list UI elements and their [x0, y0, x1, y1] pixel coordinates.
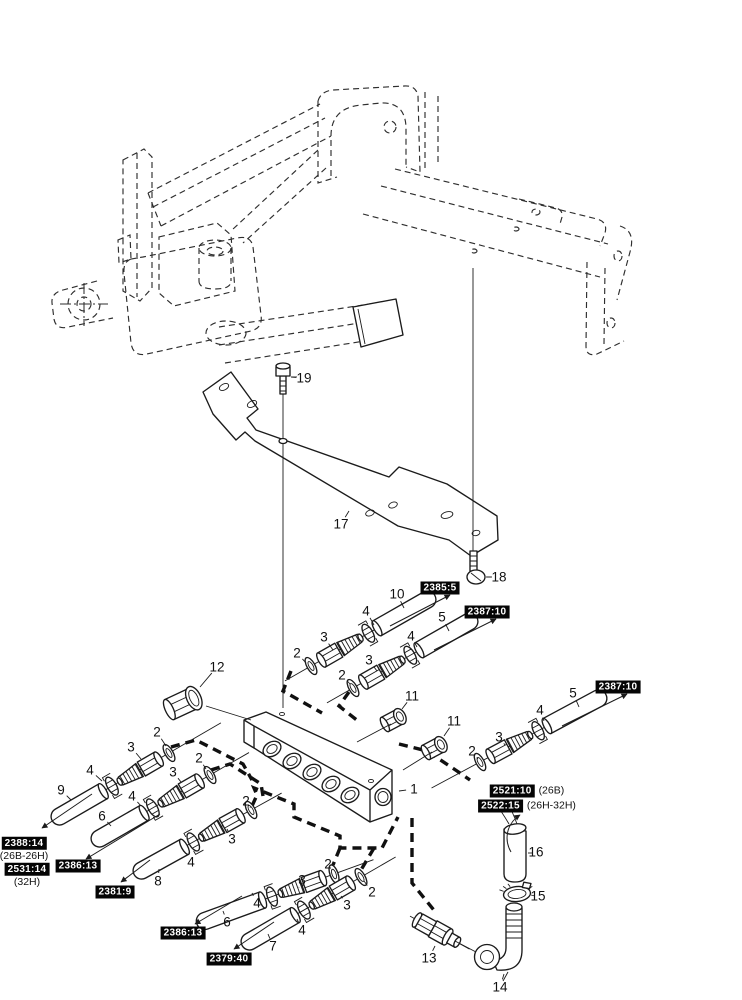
fitting-chain — [132, 792, 282, 880]
plug-11 — [379, 707, 407, 733]
reference-arrows — [41, 594, 628, 950]
part-callout: 3 — [127, 739, 135, 755]
callout-leaders — [66, 376, 580, 980]
part-callout: 4 — [86, 762, 94, 778]
part-callout: 19 — [296, 370, 312, 386]
part-callout: 9 — [57, 782, 65, 798]
part-callout: 10 — [389, 586, 405, 602]
ref-link[interactable]: 2379:40 — [206, 952, 252, 966]
fitting-chain — [326, 612, 479, 704]
part-callout: 12 — [209, 659, 225, 675]
part-callout: 4 — [298, 922, 306, 938]
part-callout: 2 — [242, 793, 250, 809]
part-callout: 3 — [169, 764, 177, 780]
part-callout: 2 — [338, 667, 346, 683]
fitting-chain — [50, 722, 222, 826]
fitting-chain — [90, 752, 250, 848]
ref-qualifier: (26B) — [538, 784, 565, 797]
part-callout: 3 — [343, 897, 351, 913]
nipple-fitting-13 — [409, 912, 470, 950]
part-callout: 1 — [410, 781, 418, 797]
ref-label: 2521:10(26B) — [489, 784, 565, 798]
manifold-block-1 — [243, 711, 393, 823]
part-callout: 2 — [324, 856, 332, 872]
plug-12 — [162, 685, 203, 721]
ref-label: 2386:13 — [160, 926, 206, 940]
hose-16 — [496, 802, 533, 883]
part-callout: 8 — [154, 873, 162, 889]
ref-label: 2522:15(26H-32H) — [478, 799, 576, 813]
part-callout: 4 — [187, 854, 195, 870]
part-callout: 14 — [492, 979, 508, 995]
truck-frame-sketch — [51, 85, 633, 364]
part-callout: 4 — [536, 702, 544, 718]
mounting-bracket-17 — [202, 371, 499, 557]
part-callout: 7 — [269, 938, 277, 954]
ref-label: 2381:9 — [95, 885, 135, 899]
part-callout: 3 — [298, 872, 306, 888]
ref-link[interactable]: 2385:5 — [420, 581, 460, 595]
part-callout: 11 — [404, 688, 420, 704]
clamp-15 — [499, 881, 533, 903]
fitting-chain — [284, 590, 437, 682]
part-callout: 17 — [333, 516, 349, 532]
part-callout: 13 — [421, 950, 437, 966]
part-callout: 16 — [528, 844, 544, 860]
part-callout: 4 — [407, 628, 415, 644]
part-callout: 4 — [362, 603, 370, 619]
part-callout: 4 — [128, 788, 136, 804]
ref-link[interactable]: 2531:14 — [4, 862, 50, 876]
fitting-chain — [431, 689, 608, 789]
ref-label: 2387:10 — [595, 680, 641, 694]
ref-link[interactable]: 2386:13 — [55, 859, 101, 873]
part-callout: 5 — [438, 609, 446, 625]
ref-qualifier: (26B-26H) — [0, 849, 49, 862]
ref-link[interactable]: 2381:9 — [95, 885, 135, 899]
fitting-chain — [240, 856, 396, 951]
part-callout: 5 — [569, 685, 577, 701]
ref-qualifier: (26H-32H) — [526, 799, 576, 812]
part-callout: 3 — [495, 729, 503, 745]
part-callout: 2 — [153, 724, 161, 740]
elbow-fitting-14 — [473, 902, 523, 982]
part-callout: 15 — [530, 888, 546, 904]
ref-link[interactable]: 2387:10 — [595, 680, 641, 694]
ref-link[interactable]: 2521:10 — [489, 784, 535, 798]
part-callout: 3 — [228, 831, 236, 847]
fitting-chain — [195, 859, 374, 931]
ref-label: 2385:5 — [420, 581, 460, 595]
ref-label: 2386:13 — [55, 859, 101, 873]
bolt-19 — [275, 362, 297, 708]
part-callout: 2 — [468, 743, 476, 759]
part-callout: 6 — [98, 808, 106, 824]
ref-label: 2388:14(26B-26H) — [0, 836, 49, 862]
ref-qualifier: (32H) — [13, 875, 41, 888]
part-callout: 6 — [223, 914, 231, 930]
ref-link[interactable]: 2522:15 — [478, 799, 523, 813]
part-callout: 18 — [491, 569, 507, 585]
part-callout: 2 — [195, 750, 203, 766]
part-callout: 11 — [446, 713, 462, 729]
ref-label: 2387:10 — [464, 605, 510, 619]
part-callout: 3 — [365, 652, 373, 668]
ref-link[interactable]: 2387:10 — [464, 605, 510, 619]
ref-link[interactable]: 2388:14 — [1, 836, 47, 850]
ref-link[interactable]: 2386:13 — [160, 926, 206, 940]
hose-routing-dashed — [170, 670, 471, 916]
ref-label: 2379:40 — [206, 952, 252, 966]
ref-label: 2531:14(32H) — [4, 862, 50, 888]
part-callout: 3 — [320, 629, 328, 645]
part-callout: 4 — [253, 895, 261, 911]
part-callout: 2 — [368, 884, 376, 900]
part-callout: 2 — [293, 645, 301, 661]
